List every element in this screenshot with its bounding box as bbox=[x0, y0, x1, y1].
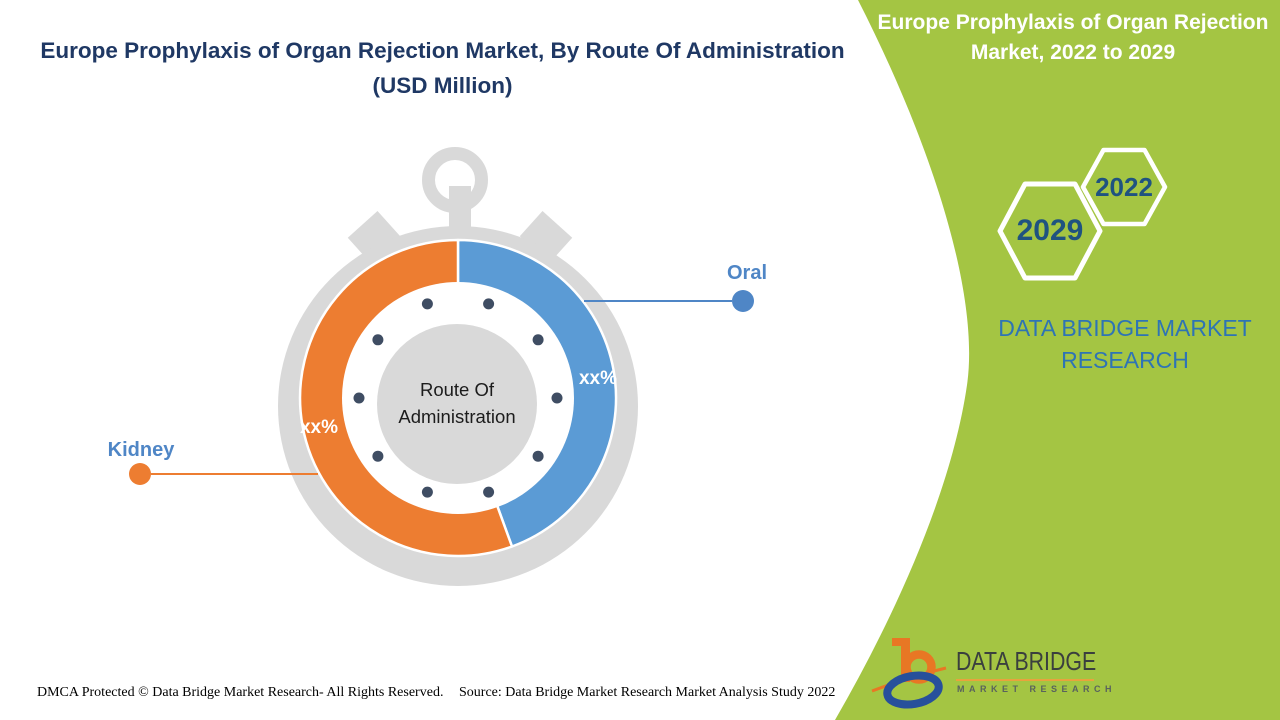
center-disc bbox=[377, 324, 537, 484]
oral-callout-dot bbox=[732, 290, 754, 312]
year-label-2022: 2022 bbox=[1095, 172, 1153, 202]
logo-subname: MARKET RESEARCH bbox=[957, 684, 1117, 694]
year-label-2029: 2029 bbox=[1016, 214, 1084, 247]
segment-label-oral: Oral bbox=[726, 262, 768, 284]
hexagon-2029 bbox=[997, 181, 1103, 281]
page-title-line1: Europe Prophylaxis of Organ Rejection Ma… bbox=[40, 38, 845, 63]
callout-kidney bbox=[129, 463, 318, 485]
tick-dots bbox=[353, 298, 563, 498]
stopwatch-right-button bbox=[519, 210, 573, 264]
brand-name: DATA BRIDGE MARKET RESEARCH bbox=[998, 315, 1252, 374]
logo-underline bbox=[956, 679, 1094, 681]
hexagon-2022 bbox=[1080, 147, 1168, 227]
footer-dmca: DMCA Protected © Data Bridge Market Rese… bbox=[37, 685, 444, 700]
side-panel-title: Europe Prophylaxis of Organ Rejection Ma… bbox=[877, 11, 1269, 65]
green-panel bbox=[835, 0, 1280, 720]
kidney-callout-dot bbox=[129, 463, 151, 485]
donut-center-label: Route Of Administration bbox=[398, 379, 516, 427]
stopwatch-left-button bbox=[347, 210, 401, 264]
segment-label-kidney: Kidney bbox=[107, 439, 175, 461]
page-title-line2: (USD Million) bbox=[372, 72, 513, 98]
dbmr-logo-mark bbox=[871, 638, 947, 709]
footer-source: Source: Data Bridge Market Research Mark… bbox=[459, 685, 836, 700]
value-label-oral: xx% bbox=[578, 368, 618, 389]
callout-oral bbox=[584, 290, 754, 312]
page-title: Europe Prophylaxis of Organ Rejection Ma… bbox=[15, 34, 870, 104]
value-label-kidney: xx% bbox=[299, 417, 339, 438]
logo-name: DATA BRIDGE bbox=[956, 646, 1097, 676]
